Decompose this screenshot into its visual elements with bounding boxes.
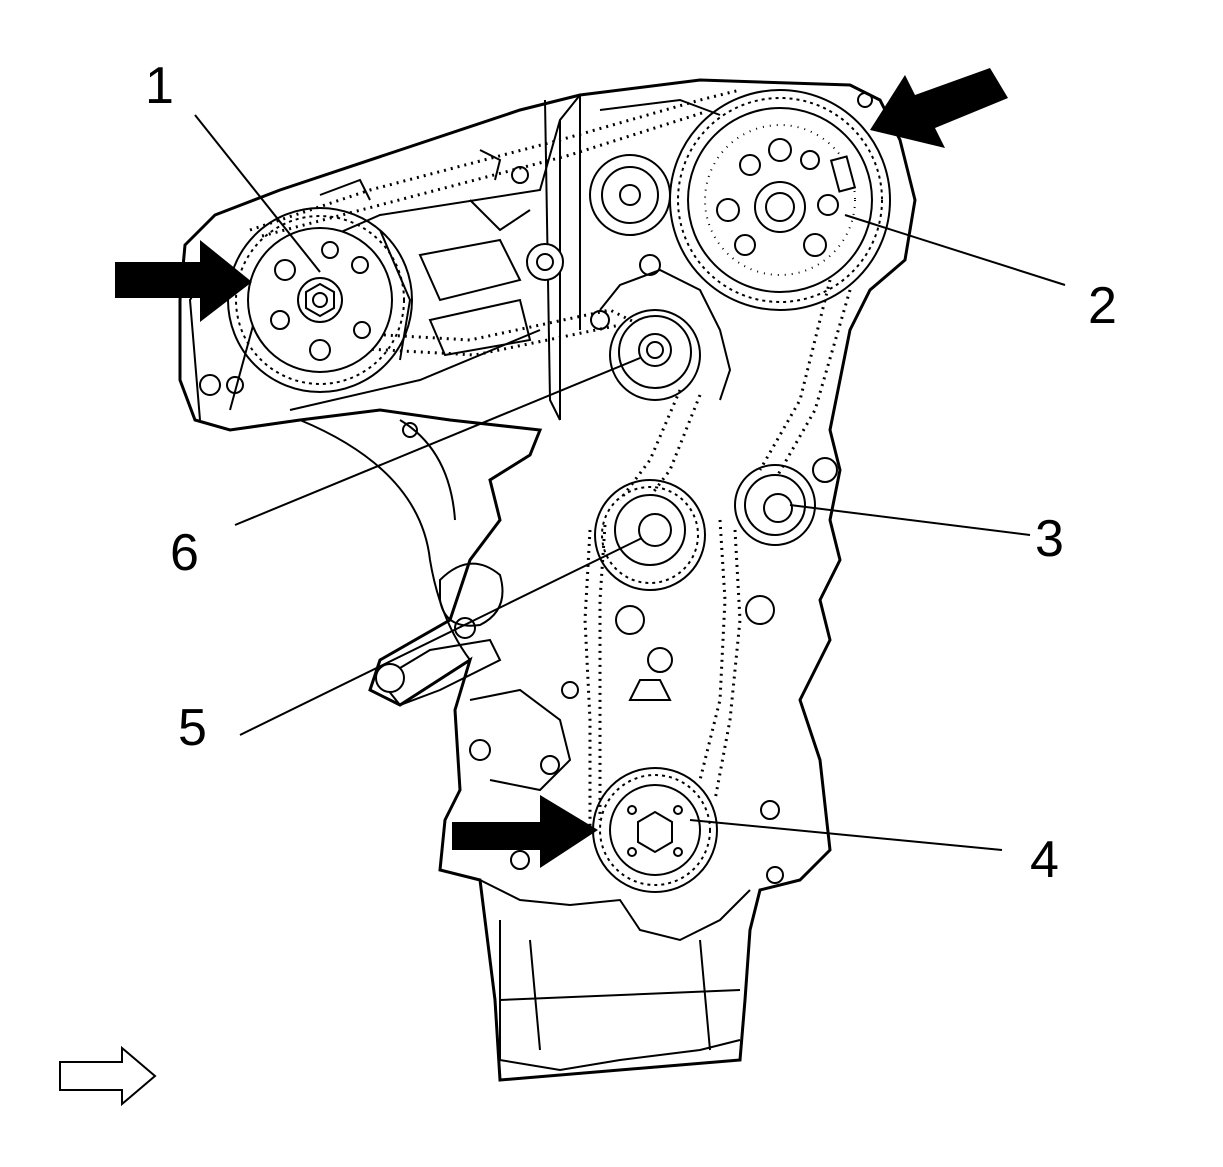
leader-line-4 xyxy=(689,819,1003,851)
pointer-arrow-exhaust xyxy=(870,68,1008,148)
pointer-arrow-intake xyxy=(115,240,252,322)
solid-arrow-icon xyxy=(870,68,1008,148)
upper-idler-pulley xyxy=(599,254,732,401)
intake-camshaft-sprocket xyxy=(227,207,413,393)
solid-arrow-icon xyxy=(115,240,252,322)
crankshaft-sprocket xyxy=(592,767,718,893)
accessory-bracket xyxy=(199,92,873,707)
outline-arrow-icon xyxy=(59,1045,157,1107)
leader-line-5 xyxy=(239,537,643,736)
leader-line-1 xyxy=(194,114,321,273)
solid-arrow-icon xyxy=(452,795,598,868)
exhaust-camshaft-sprocket xyxy=(669,89,891,311)
callout-6: 6 xyxy=(170,524,199,582)
callout-4: 4 xyxy=(1030,831,1059,889)
leader-line-3 xyxy=(789,504,1031,536)
leader-line-2 xyxy=(844,214,1066,286)
timing-belt xyxy=(249,88,852,830)
callout-1: 1 xyxy=(145,57,174,115)
lower-block xyxy=(469,681,784,1072)
middle-idler-pulley xyxy=(594,479,706,701)
leader-line-6 xyxy=(234,357,641,526)
tensioner-pulley xyxy=(734,457,838,625)
callout-3: 3 xyxy=(1035,510,1064,568)
callout-2: 2 xyxy=(1088,277,1117,335)
callout-5: 5 xyxy=(178,699,207,757)
view-direction-arrow xyxy=(59,1045,157,1107)
pointer-arrow-crank xyxy=(452,795,598,868)
leader-lines xyxy=(194,114,1066,851)
water-pump-hub xyxy=(526,154,671,281)
